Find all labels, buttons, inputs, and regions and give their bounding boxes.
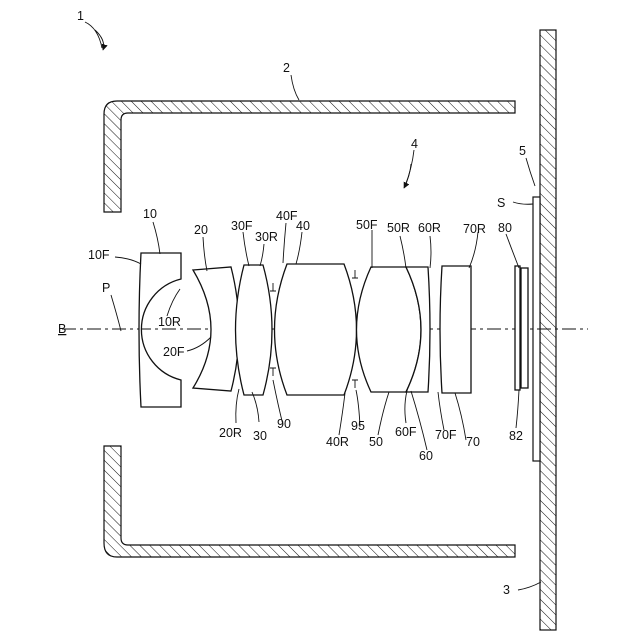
- lens-30: [236, 265, 273, 395]
- label-95: 95: [351, 419, 365, 433]
- cover-82: [521, 268, 528, 388]
- label-20R: 20R: [219, 426, 242, 440]
- label-30F: 30F: [231, 219, 253, 233]
- label-70: 70: [466, 435, 480, 449]
- label-40F: 40F: [276, 209, 298, 223]
- label-B: B: [58, 322, 66, 336]
- label-10: 10: [143, 207, 157, 221]
- aperture-90-lower: [270, 368, 276, 376]
- sensor-board: [540, 30, 556, 630]
- label-50R: 50R: [387, 221, 410, 235]
- label-50: 50: [369, 435, 383, 449]
- label-5: 5: [519, 144, 526, 158]
- label-60: 60: [419, 449, 433, 463]
- label-P: P: [102, 281, 110, 295]
- lens-50: [357, 267, 422, 392]
- label-30: 30: [253, 429, 267, 443]
- label-60F: 60F: [395, 425, 417, 439]
- label-20F: 20F: [163, 345, 185, 359]
- housing-upper-wall: [104, 101, 515, 212]
- label-40R: 40R: [326, 435, 349, 449]
- label-80: 80: [498, 221, 512, 235]
- label-60R: 60R: [418, 221, 441, 235]
- label-70R: 70R: [463, 222, 486, 236]
- label-3: 3: [503, 583, 510, 597]
- lens-10: [139, 253, 181, 407]
- filter-80: [515, 266, 520, 390]
- label-30R: 30R: [255, 230, 278, 244]
- aperture-95-upper: [352, 270, 358, 278]
- lens-70: [440, 266, 471, 393]
- label-10R: 10R: [158, 315, 181, 329]
- arrow-4: [404, 164, 411, 188]
- label-70F: 70F: [435, 428, 457, 442]
- label-40: 40: [296, 219, 310, 233]
- label-82: 82: [509, 429, 523, 443]
- label-4: 4: [411, 137, 418, 151]
- lens-40: [275, 264, 357, 395]
- label-2: 2: [283, 61, 290, 75]
- label-90: 90: [277, 417, 291, 431]
- label-10F: 10F: [88, 248, 110, 262]
- label-50F: 50F: [356, 218, 378, 232]
- label-1: 1: [77, 9, 84, 23]
- housing-lower-wall: [104, 446, 515, 557]
- label-S: S: [497, 196, 505, 210]
- label-20: 20: [194, 223, 208, 237]
- aperture-90-upper: [270, 283, 276, 291]
- aperture-95-lower: [352, 380, 358, 388]
